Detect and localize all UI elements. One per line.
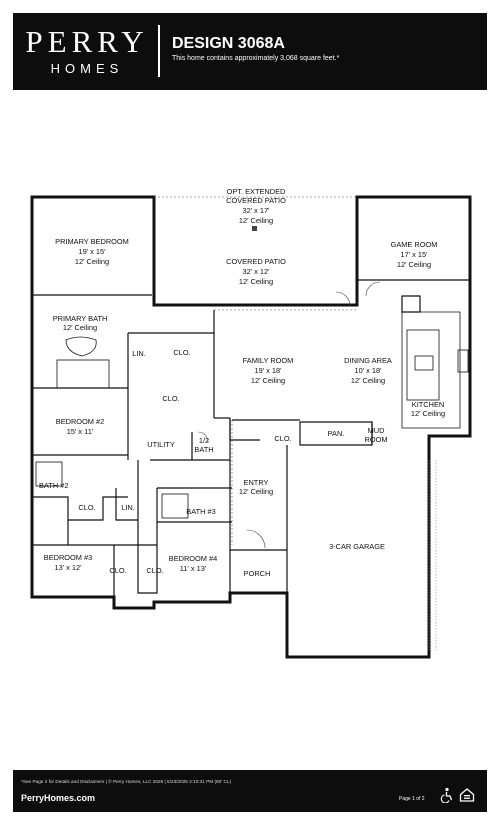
optional-patio-outline: [154, 196, 357, 545]
page-indicator: Page 1 of 2: [399, 796, 425, 802]
primary-bedroom-size: 19' x 15': [78, 247, 106, 256]
design-title: DESIGN 3068A: [172, 35, 285, 52]
bath3-label: BATH #3: [186, 507, 215, 516]
header-divider: [158, 25, 160, 77]
dining-area-label: DINING AREA: [344, 356, 392, 365]
bath2-label: BATH #2: [39, 481, 68, 490]
mud-room-label-2: ROOM: [365, 435, 388, 444]
footer-website-link[interactable]: PerryHomes.com: [21, 793, 96, 803]
bedroom2-size: 15' x 11': [67, 427, 94, 436]
primary-bedroom-ceiling: 12' Ceiling: [75, 257, 109, 266]
closet-label: CLO.: [274, 434, 291, 443]
family-room-ceiling: 12' Ceiling: [251, 376, 285, 385]
opt-patio-label: OPT. EXTENDED: [227, 187, 286, 196]
logo-wordmark: PERRY: [25, 24, 149, 59]
linen-closet-label: LIN.: [121, 503, 135, 512]
opt-patio-ceiling: 12' Ceiling: [239, 216, 273, 225]
pantry-label: PAN.: [328, 429, 345, 438]
accessibility-icon: [440, 787, 453, 803]
game-room-ceiling: 12' Ceiling: [397, 260, 431, 269]
bedroom4-size: 11' x 13': [180, 564, 207, 573]
opt-patio-size: 32' x 17': [242, 206, 270, 215]
half-bath-label: 1/2: [199, 436, 209, 445]
closet-label: CLO.: [109, 566, 126, 575]
perry-homes-logo[interactable]: PERRY HOMES: [23, 24, 151, 76]
primary-bath-ceiling: 12' Ceiling: [63, 323, 97, 332]
mud-room-label: MUD: [368, 426, 385, 435]
bedroom3-size: 13' x 12': [54, 563, 82, 572]
bedroom2-label: BEDROOM #2: [56, 417, 104, 426]
footer-bar: *See Page 2 for Details and Disclaimers …: [13, 770, 487, 812]
entry-label: ENTRY: [244, 478, 269, 487]
closet-label: CLO.: [162, 394, 179, 403]
fireplace: [252, 226, 257, 231]
family-room-label: FAMILY ROOM: [243, 356, 294, 365]
bedroom3-label: BEDROOM #3: [44, 553, 92, 562]
linen-closet-label: LIN.: [132, 349, 146, 358]
game-room-size: 17' x 15': [400, 250, 428, 259]
opt-patio-label-2: COVERED PATIO: [226, 196, 286, 205]
logo-subtext: HOMES: [50, 61, 124, 76]
garage-label: 3-CAR GARAGE: [329, 542, 385, 551]
half-bath-label-2: BATH: [194, 445, 213, 454]
equal-housing-icon: [459, 788, 475, 802]
family-room-size: 19' x 18': [254, 366, 282, 375]
kitchen-fixtures: [35, 311, 469, 519]
porch-label: PORCH: [244, 569, 271, 578]
game-room-label: GAME ROOM: [391, 240, 438, 249]
covered-patio-label: COVERED PATIO: [226, 257, 286, 266]
exterior-walls: [30, 195, 472, 659]
dining-area-size: 10' x 18': [354, 366, 382, 375]
primary-bedroom-label: PRIMARY BEDROOM: [55, 237, 129, 246]
door-swings: [197, 281, 381, 549]
kitchen-ceiling: 12' Ceiling: [411, 409, 445, 418]
kitchen-label: KITCHEN: [412, 400, 444, 409]
closet-label: CLO.: [146, 566, 163, 575]
closet-label: CLO.: [173, 348, 190, 357]
covered-patio-ceiling: 12' Ceiling: [239, 277, 273, 286]
covered-patio-size: 32' x 12': [242, 267, 270, 276]
entry-ceiling: 12' Ceiling: [239, 487, 273, 496]
utility-label: UTILITY: [147, 440, 175, 449]
header-bar: PERRY HOMES DESIGN 3068A This home conta…: [13, 13, 487, 90]
design-subtitle: This home contains approximately 3,068 s…: [172, 55, 340, 62]
bedroom4-label: BEDROOM #4: [169, 554, 217, 563]
closet-label: CLO.: [78, 503, 95, 512]
dining-area-ceiling: 12' Ceiling: [351, 376, 385, 385]
footer-disclaimer: *See Page 2 for Details and Disclaimers …: [21, 779, 232, 784]
primary-bath-label: PRIMARY BATH: [53, 314, 108, 323]
